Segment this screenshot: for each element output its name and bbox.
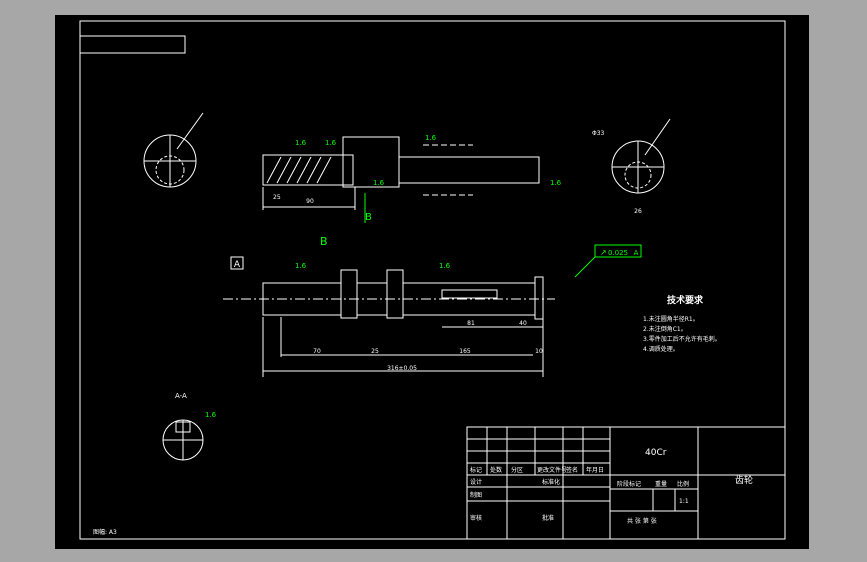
svg-text:25: 25 bbox=[273, 194, 281, 201]
svg-text:1.6: 1.6 bbox=[295, 262, 307, 270]
svg-text:316±0.05: 316±0.05 bbox=[387, 365, 417, 372]
tolerance-value: 0.025 bbox=[608, 249, 628, 257]
svg-text:90: 90 bbox=[306, 198, 314, 205]
svg-text:40: 40 bbox=[519, 320, 527, 327]
svg-text:共 张 第 张: 共 张 第 张 bbox=[627, 517, 657, 525]
svg-text:设计: 设计 bbox=[470, 478, 482, 486]
svg-text:1.6: 1.6 bbox=[439, 262, 451, 270]
svg-text:1.6: 1.6 bbox=[550, 179, 562, 187]
tolerance-frame bbox=[594, 244, 642, 258]
svg-text:25: 25 bbox=[371, 348, 379, 355]
svg-text:1.6: 1.6 bbox=[295, 139, 307, 147]
cad-drawing: A ↗ 0.025 A 1.6 1.6 1.6 1.6 1.6 1.6 1.6 … bbox=[79, 20, 786, 540]
svg-text:3.零件加工后不允许有毛刺。: 3.零件加工后不允许有毛刺。 bbox=[643, 335, 721, 343]
tech-notes: 1.未注圆角半径R1。 2.未注倒角C1。 3.零件加工后不允许有毛刺。 4.调… bbox=[643, 315, 721, 353]
svg-text:4.调质处理。: 4.调质处理。 bbox=[643, 345, 679, 353]
main-shaft bbox=[223, 269, 555, 377]
svg-text:Φ33: Φ33 bbox=[592, 130, 605, 137]
datum-box bbox=[230, 256, 244, 270]
svg-text:1.6: 1.6 bbox=[325, 139, 337, 147]
corner-box bbox=[79, 35, 186, 54]
svg-text:2.未注倒角C1。: 2.未注倒角C1。 bbox=[643, 325, 687, 333]
view-label-b: B bbox=[320, 235, 328, 248]
svg-text:齿轮: 齿轮 bbox=[735, 474, 753, 486]
section-left-top bbox=[143, 112, 204, 188]
drawing-sheet: A ↗ 0.025 A 1.6 1.6 1.6 1.6 1.6 1.6 1.6 … bbox=[55, 15, 809, 549]
svg-text:分区: 分区 bbox=[511, 466, 523, 474]
svg-text:1.6: 1.6 bbox=[373, 179, 385, 187]
svg-text:1.6: 1.6 bbox=[425, 134, 437, 142]
svg-text:批准: 批准 bbox=[542, 514, 554, 522]
svg-text:70: 70 bbox=[313, 348, 321, 355]
title-block bbox=[466, 426, 786, 540]
scale-note: 图幅: A3 bbox=[93, 528, 117, 536]
svg-text:审核: 审核 bbox=[470, 514, 482, 522]
svg-text:制图: 制图 bbox=[470, 491, 482, 499]
svg-text:81: 81 bbox=[467, 320, 475, 327]
dimension-texts: 90 25 70 25 165 10 81 40 316±0.05 Φ33 26 bbox=[273, 130, 642, 372]
view-arrow-label: B bbox=[365, 212, 372, 223]
svg-text:阶段标记: 阶段标记 bbox=[617, 480, 641, 488]
title-block-text: 40Cr 齿轮 标记 处数 分区 更改文件号 签名 年月日 设计 制图 审核 标… bbox=[470, 448, 753, 525]
drawing-border bbox=[79, 20, 786, 540]
svg-text:10: 10 bbox=[535, 348, 543, 355]
svg-text:26: 26 bbox=[634, 208, 642, 215]
tolerance-datum: A bbox=[634, 249, 639, 257]
svg-text:1.6: 1.6 bbox=[205, 411, 217, 419]
tolerance-leader bbox=[574, 256, 596, 278]
roughness-marks: 1.6 1.6 1.6 1.6 1.6 1.6 1.6 1.6 bbox=[205, 134, 562, 419]
section-aa bbox=[162, 419, 204, 461]
svg-text:1:1: 1:1 bbox=[679, 498, 689, 505]
svg-text:比例: 比例 bbox=[677, 480, 689, 488]
svg-text:年月日: 年月日 bbox=[586, 466, 604, 474]
svg-text:40Cr: 40Cr bbox=[645, 448, 667, 458]
svg-text:更改文件号: 更改文件号 bbox=[537, 466, 567, 474]
svg-text:标记: 标记 bbox=[470, 466, 482, 474]
svg-text:165: 165 bbox=[459, 348, 471, 355]
section-label: A-A bbox=[175, 392, 187, 400]
tech-title: 技术要求 bbox=[667, 294, 704, 306]
section-right-top bbox=[611, 118, 671, 194]
tolerance-symbol: ↗ bbox=[600, 248, 607, 257]
hatch-top bbox=[266, 156, 332, 184]
svg-text:签名: 签名 bbox=[566, 466, 578, 474]
top-shaft-view bbox=[262, 136, 540, 223]
svg-text:标准化: 标准化 bbox=[542, 478, 560, 486]
datum-label: A bbox=[234, 260, 241, 270]
svg-text:重量: 重量 bbox=[655, 480, 667, 488]
svg-text:处数: 处数 bbox=[490, 466, 502, 474]
svg-text:1.未注圆角半径R1。: 1.未注圆角半径R1。 bbox=[643, 315, 699, 323]
